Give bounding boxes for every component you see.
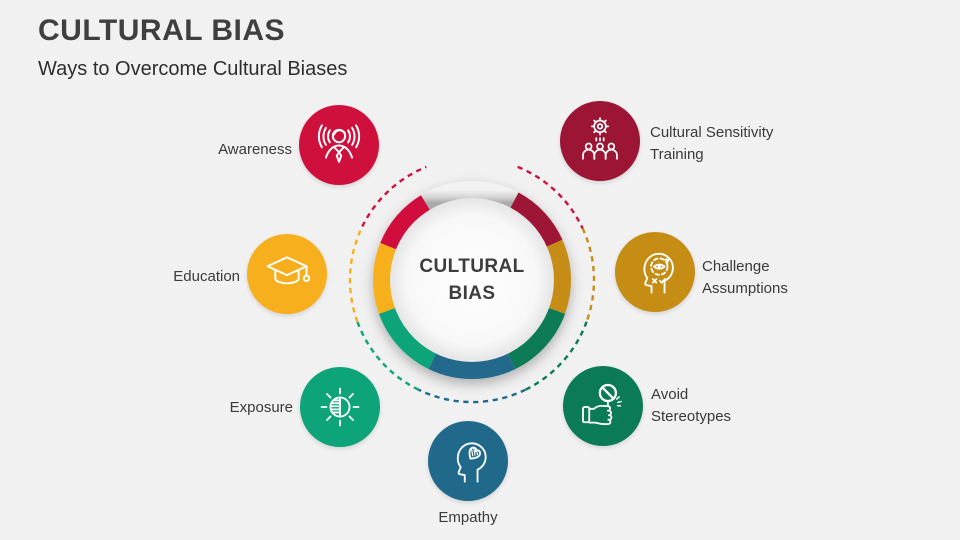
training-circle bbox=[560, 101, 640, 181]
ring-lower-left-emerald bbox=[378, 307, 437, 369]
no-sign-hand-icon bbox=[582, 383, 622, 426]
ring-lower-right-green bbox=[507, 307, 566, 369]
center-title-line2: BIAS bbox=[448, 282, 496, 304]
training-label: Cultural Sensitivity Training bbox=[650, 124, 774, 163]
dash-lower-left bbox=[356, 321, 420, 391]
empathy-circle bbox=[428, 421, 508, 501]
dash-right bbox=[581, 227, 596, 323]
segmented-ring bbox=[373, 181, 572, 379]
education-label: Education bbox=[173, 268, 240, 285]
sun-contrast-icon bbox=[320, 387, 360, 427]
education-circle bbox=[247, 234, 327, 314]
dash-lower-right bbox=[524, 321, 588, 391]
exposure-circle bbox=[300, 367, 380, 447]
center-title: CULTURAL BIAS bbox=[392, 254, 552, 307]
awareness-label: Awareness bbox=[218, 141, 292, 158]
ring-inner-disc bbox=[390, 198, 554, 362]
heart-mind-icon bbox=[456, 442, 487, 483]
dash-upper-right bbox=[517, 165, 584, 229]
awareness-circle bbox=[299, 105, 379, 185]
ring-top-silver bbox=[420, 181, 519, 211]
exposure-label: Exposure bbox=[229, 399, 293, 416]
speaking-person-icon bbox=[317, 124, 361, 163]
gear-team-icon bbox=[582, 117, 618, 160]
dashed-orbit bbox=[348, 165, 596, 404]
ring-upper-left-crimson bbox=[380, 195, 431, 250]
questioning-mind-icon bbox=[643, 252, 674, 294]
page-subtitle: Ways to Overcome Cultural Biases bbox=[38, 58, 348, 80]
dash-bottom bbox=[417, 388, 527, 404]
challenge-circle bbox=[615, 232, 695, 312]
avoid-label: Avoid Stereotypes bbox=[651, 386, 732, 425]
dash-upper-left bbox=[361, 165, 427, 228]
challenge-label: Challenge Assumptions bbox=[702, 258, 788, 297]
graduation-cap-icon bbox=[266, 256, 311, 285]
empathy-label: Empathy bbox=[438, 509, 498, 526]
ring-bottom-blue bbox=[428, 352, 516, 379]
ring-right-gold bbox=[545, 239, 572, 314]
dash-left bbox=[348, 225, 364, 323]
center-title-line1: CULTURAL bbox=[419, 256, 525, 277]
page-title: CULTURAL BIAS bbox=[38, 14, 286, 47]
ring-upper-right-maroon bbox=[509, 192, 563, 248]
avoid-circle bbox=[563, 366, 643, 446]
ring-left-amber bbox=[373, 242, 398, 314]
